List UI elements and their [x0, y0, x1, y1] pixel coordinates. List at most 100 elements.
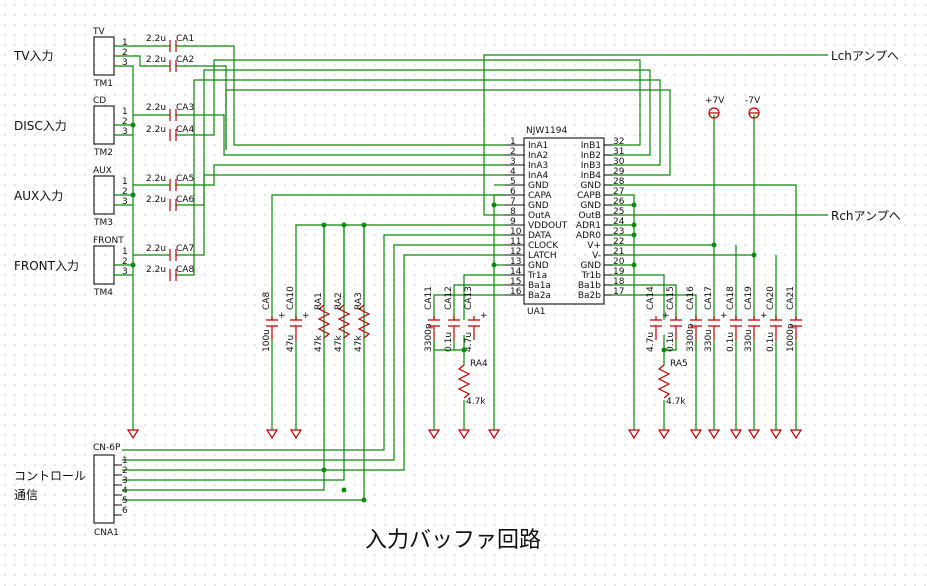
control-connector: コントロール 通信 CN-6P CNA1 1 2 3 4 5 6	[14, 443, 128, 538]
ic-pin-name: InA4	[528, 171, 549, 181]
ra4-value: 4.7k	[466, 397, 486, 407]
part-ref: CA16	[686, 286, 696, 310]
ic-pin-name: ADR1	[576, 221, 601, 231]
part-value: 47k	[334, 335, 344, 352]
ic-pin-number: 22	[613, 237, 624, 247]
connector-body-tm4	[93, 245, 115, 285]
ic-pin-number: 29	[613, 167, 625, 177]
part-ref: CA19	[744, 286, 754, 310]
part-ref: RA2	[334, 292, 344, 310]
pin-num: 3	[122, 267, 128, 277]
polarity-mark: +	[760, 311, 768, 321]
ic-pin-name: LATCH	[528, 251, 557, 261]
part-value: 0.1u	[766, 332, 776, 352]
ic-pin-number: 7	[510, 197, 516, 207]
ic-pin-name: InA1	[528, 141, 548, 151]
pin-num: 3	[122, 127, 128, 137]
bottom-parts-left: +CA8100u+CA1047uRA147kRA247kRA347kCA1133…	[262, 225, 488, 352]
part-value: 0.1u	[726, 332, 736, 352]
part-ref: CA20	[766, 286, 776, 310]
input-label-aux: AUX入力	[14, 189, 63, 203]
ic-pin-name: InA3	[528, 161, 548, 171]
ic-pin-number: 16	[510, 287, 522, 297]
cap-ref: CA8	[176, 265, 194, 275]
cap-ref: CA6	[176, 195, 194, 205]
part-ref: CA15	[666, 286, 676, 310]
bottom-parts-right: +CA144.7uCA150.1uCA163300p+CA17330uCA180…	[646, 286, 802, 352]
cap-value: 2.2u	[146, 265, 166, 275]
part-value: 0.1u	[666, 332, 676, 352]
part-value: 330u	[704, 329, 714, 352]
polarity-mark: +	[302, 311, 310, 321]
part-ref: CA13	[464, 286, 474, 310]
polarity-mark: +	[480, 311, 488, 321]
part-value: 0.1u	[444, 332, 454, 352]
vminus-label: -7V	[745, 96, 761, 106]
control-label-1: コントロール	[14, 469, 86, 483]
pin-num: 6	[122, 506, 128, 516]
ic-pin-name: InA2	[528, 151, 548, 161]
capacitor-symbol	[748, 316, 760, 340]
connector-ref-tm2: TM2	[93, 148, 113, 158]
pin-num: 2	[122, 48, 128, 58]
vplus-label: +7V	[705, 96, 725, 106]
pin-num: 5	[122, 496, 128, 506]
ic-pin-name: OutB	[579, 211, 602, 221]
ic-pin-number: 5	[510, 177, 516, 187]
part-value: 3300p	[424, 323, 434, 352]
pin-num: 2	[122, 187, 128, 197]
capacitor-symbol	[730, 316, 742, 340]
pin-num: 1	[122, 177, 128, 187]
input-block-tv: TV入力 TV TM1 1 2 3 2.2u CA1 2.2u CA2	[13, 27, 194, 89]
capacitor-symbol	[690, 316, 702, 340]
ic-pin-number: 12	[510, 247, 521, 257]
cap-value: 2.2u	[146, 103, 166, 113]
ic-pin-number: 30	[613, 157, 625, 167]
ic-pin-number: 8	[510, 207, 516, 217]
power-symbols: +7V -7V	[705, 96, 761, 119]
pin-num: 3	[122, 197, 128, 207]
cap-value: 2.2u	[146, 174, 166, 184]
connector-name-aux: AUX	[93, 166, 112, 176]
ic-pin-number: 18	[613, 277, 625, 287]
ic-pin-name: CAPB	[577, 191, 601, 201]
ic-pin-name: InB1	[581, 141, 601, 151]
capacitor-symbol	[790, 316, 802, 340]
cap-ref: CA5	[176, 174, 194, 184]
part-ref: CA8	[262, 292, 272, 310]
ic-pin-name: InB4	[581, 171, 602, 181]
ic-pin-name: GND	[580, 181, 601, 191]
resistor-symbol	[357, 304, 371, 339]
output-label-lch: Lchアンプへ	[831, 49, 899, 63]
ic-pin-name: GND	[528, 181, 549, 191]
output-label-rch: Rchアンプへ	[831, 209, 901, 223]
part-value: 47k	[314, 335, 324, 352]
capacitor-symbol	[468, 316, 480, 340]
cap-ref: CA2	[176, 55, 194, 65]
output-wiring: Lchアンプへ Rchアンプへ	[122, 49, 901, 503]
connector-body-tm2	[93, 105, 115, 145]
ic-pin-name: GND	[580, 261, 601, 271]
capacitor-symbol	[448, 316, 460, 340]
control-connector-body	[93, 454, 115, 524]
part-ref: RA3	[354, 292, 364, 310]
ic-body	[523, 137, 605, 305]
part-value: 4.7u	[646, 332, 656, 352]
ic-pin-number: 25	[613, 207, 624, 217]
resistor-ra4: RA4 4.7k	[433, 335, 488, 440]
polarity-mark: +	[278, 311, 286, 321]
ic-pin-name: Ba1b	[578, 281, 601, 291]
part-value: 1000p	[786, 323, 796, 352]
ic-pin-name: ADR0	[576, 231, 601, 241]
pin-num: 1	[122, 247, 128, 257]
connector-name-front: FRONT	[93, 236, 124, 246]
ic-pin-name: InB2	[581, 151, 601, 161]
ic-pin-name: Ba2b	[578, 291, 601, 301]
input-block-front: FRONT入力 FRONT TM4 1 2 3 2.2u CA7 2.2u CA…	[14, 236, 194, 298]
cap-value: 2.2u	[146, 34, 166, 44]
ic-pin-number: 31	[613, 147, 624, 157]
cap-ref: CA1	[176, 34, 194, 44]
polarity-mark: +	[662, 311, 670, 321]
ic-pin-name: GND	[528, 201, 549, 211]
